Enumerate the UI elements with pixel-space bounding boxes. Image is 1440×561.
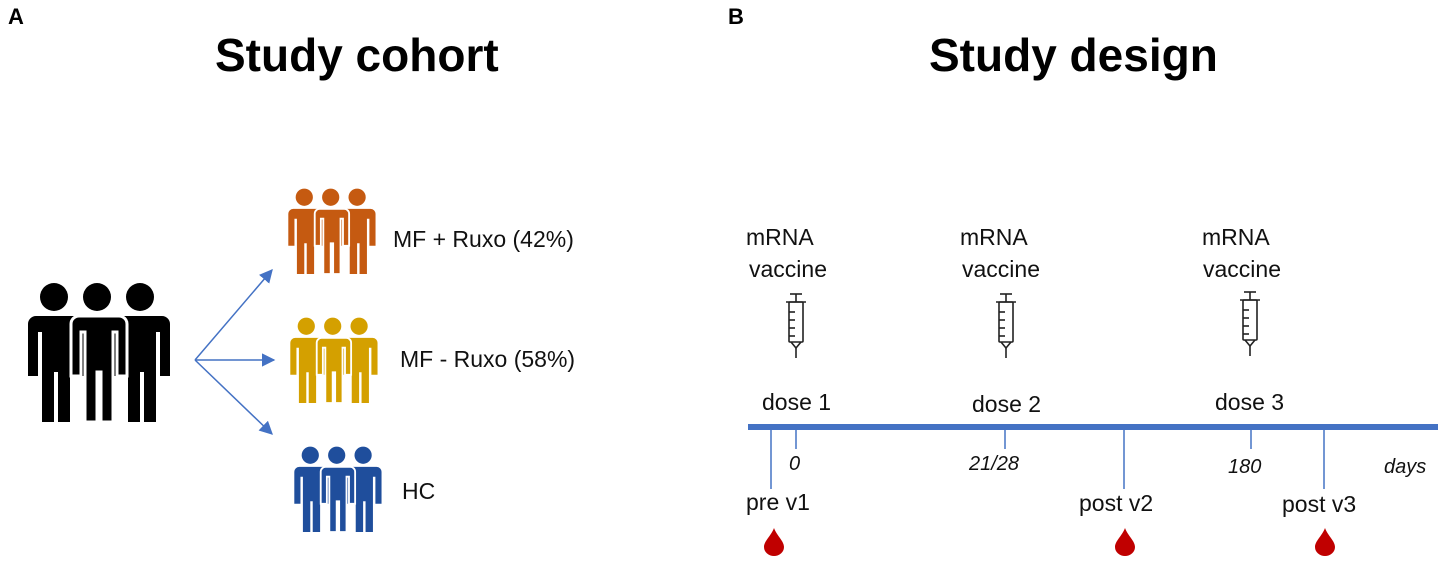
blood-drop-icon bbox=[1114, 528, 1136, 561]
day-180-label: 180 bbox=[1228, 456, 1262, 478]
panel-a-letter: A bbox=[8, 4, 24, 29]
day-21-28-label: 21/28 bbox=[969, 453, 1020, 475]
dose-3-label: dose 3 bbox=[1215, 389, 1285, 415]
vaccine-1-line2: vaccine bbox=[749, 256, 827, 282]
arrow-to-mf-ruxo bbox=[194, 268, 273, 361]
syringe-icon bbox=[781, 292, 811, 367]
group-label-hc: HC bbox=[402, 478, 436, 504]
group-label-mf-noruxo: MF - Ruxo (58%) bbox=[400, 346, 576, 372]
people-group-icon bbox=[287, 446, 387, 532]
people-group-icon bbox=[20, 282, 175, 422]
vaccine-1-line1: mRNA bbox=[746, 224, 814, 250]
axis-unit-label: days bbox=[1384, 456, 1427, 478]
timeline-axis bbox=[748, 424, 1438, 430]
sample-post-v2-label: post v2 bbox=[1079, 490, 1154, 516]
dose-2-label: dose 2 bbox=[972, 391, 1042, 417]
group-label-mf-ruxo: MF + Ruxo (42%) bbox=[393, 226, 574, 252]
sample-post-v3-label: post v3 bbox=[1282, 491, 1357, 517]
panel-b-title: Study design bbox=[929, 29, 1218, 81]
syringe-icon bbox=[1235, 290, 1265, 365]
vaccine-3-line1: mRNA bbox=[1202, 224, 1270, 250]
panel-b-letter: B bbox=[728, 4, 744, 29]
people-group-icon bbox=[281, 188, 381, 274]
blood-drop-icon bbox=[1314, 528, 1336, 561]
people-group-icon bbox=[283, 317, 383, 403]
blood-drop-icon bbox=[763, 528, 785, 561]
panel-a-title: Study cohort bbox=[215, 29, 499, 81]
vaccine-2-line1: mRNA bbox=[960, 224, 1028, 250]
sample-pre-v1-label: pre v1 bbox=[746, 489, 810, 515]
dose-1-label: dose 1 bbox=[762, 389, 832, 415]
day-0-label: 0 bbox=[789, 453, 801, 475]
arrow-to-hc bbox=[194, 359, 273, 435]
vaccine-2-line2: vaccine bbox=[962, 256, 1040, 282]
vaccine-3-line2: vaccine bbox=[1203, 256, 1281, 282]
syringe-icon bbox=[991, 292, 1021, 367]
